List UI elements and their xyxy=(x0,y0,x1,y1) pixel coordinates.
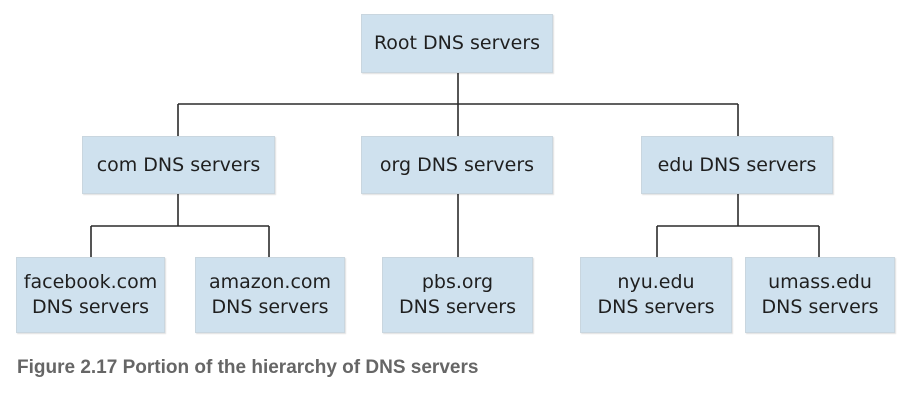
umass-node-line1: umass.edu xyxy=(768,271,872,293)
nyu-node-line1: nyu.edu xyxy=(617,271,695,293)
root-node-label: Root DNS servers xyxy=(373,32,541,54)
amazon-node-line1: amazon.com xyxy=(208,271,332,293)
com-dns-servers-node: com DNS servers xyxy=(82,136,275,194)
pbs-dns-servers-node: pbs.org DNS servers xyxy=(382,257,533,333)
facebook-dns-servers-node: facebook.com DNS servers xyxy=(16,257,165,333)
amazon-dns-servers-node: amazon.com DNS servers xyxy=(195,257,345,333)
pbs-node-line1: pbs.org xyxy=(421,271,494,293)
org-node-label: org DNS servers xyxy=(379,153,535,176)
umass-node-line2: DNS servers xyxy=(761,296,879,318)
pbs-node-line2: DNS servers xyxy=(399,296,516,318)
edu-dns-servers-node: edu DNS servers xyxy=(641,136,833,194)
umass-dns-servers-node: umass.edu DNS servers xyxy=(745,257,895,333)
edu-node-label: edu DNS servers xyxy=(657,153,817,176)
com-node-label: com DNS servers xyxy=(96,153,261,176)
facebook-node-line1: facebook.com xyxy=(23,271,158,293)
nyu-dns-servers-node: nyu.edu DNS servers xyxy=(580,257,732,333)
amazon-node-line2: DNS servers xyxy=(211,296,329,318)
facebook-node-line2: DNS servers xyxy=(32,296,149,318)
org-dns-servers-node: org DNS servers xyxy=(361,136,553,194)
nyu-node-line2: DNS servers xyxy=(597,296,715,318)
root-dns-servers-node: Root DNS servers xyxy=(361,14,553,73)
figure-caption: Figure 2.17 Portion of the hierarchy of … xyxy=(17,357,479,378)
